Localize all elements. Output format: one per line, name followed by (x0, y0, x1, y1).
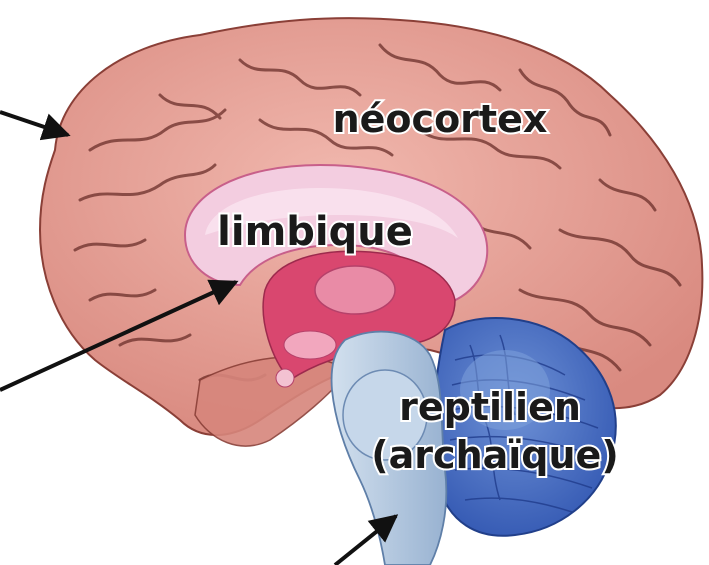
hypothalamus (284, 331, 336, 359)
label-neocortex: néocortex (333, 97, 548, 141)
label-reptilian-line1: reptilien (399, 385, 581, 429)
arrow-to-neocortex (0, 112, 68, 135)
label-reptilian-line2: (archaïque) (371, 433, 618, 477)
pituitary (276, 369, 294, 387)
label-limbic: limbique (217, 209, 413, 255)
thalamus (315, 266, 395, 314)
